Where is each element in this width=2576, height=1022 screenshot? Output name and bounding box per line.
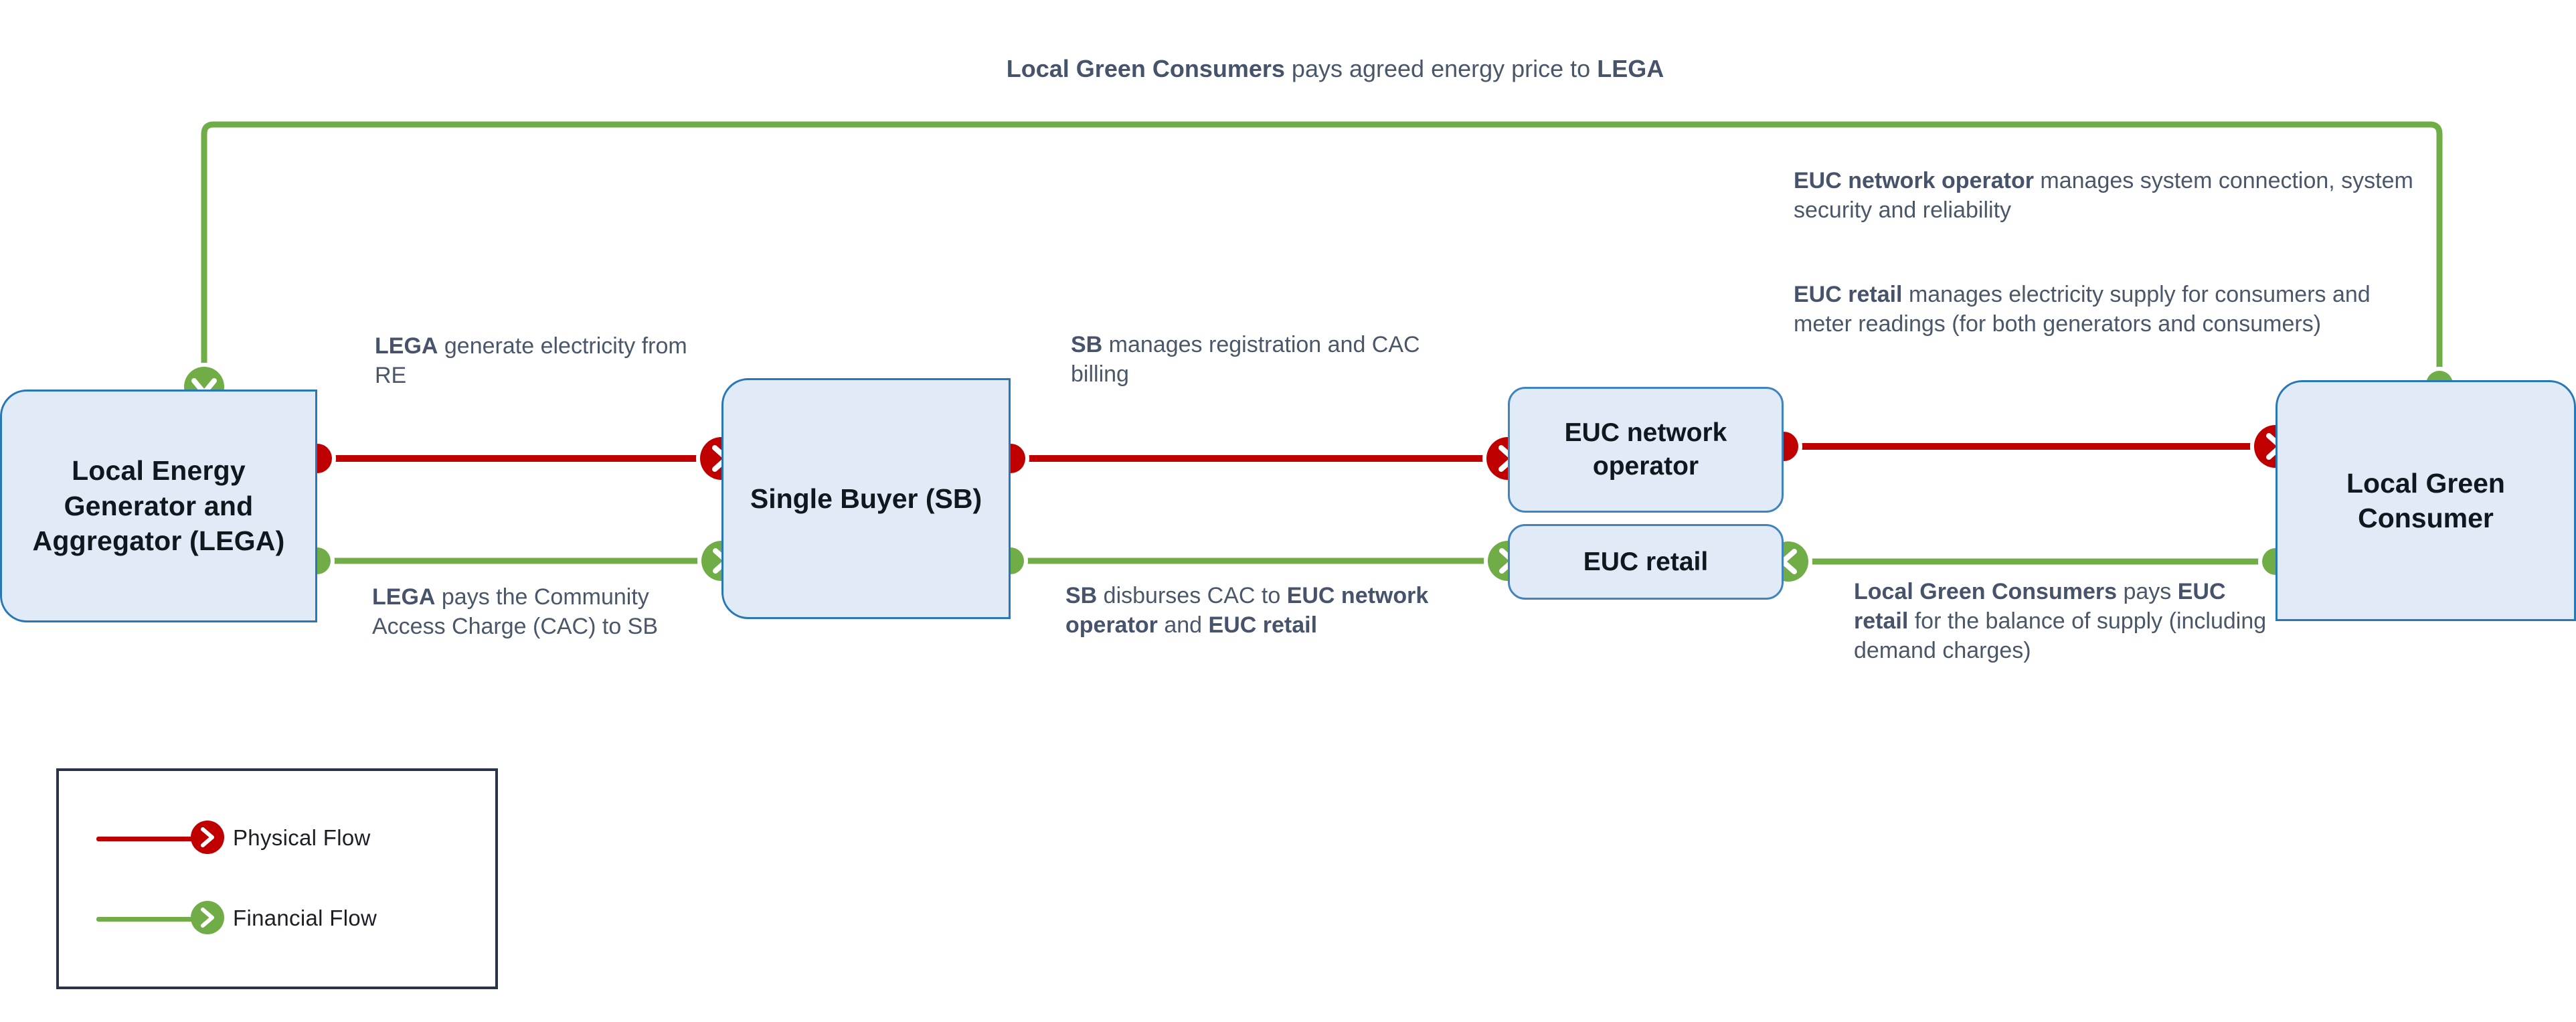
legend-swatch-physical: [59, 818, 233, 858]
legend-label-physical-flow: Physical Flow: [233, 825, 371, 850]
note-lega-generate-bold-1: LEGA: [375, 333, 438, 359]
legend-label-financial-flow: Financial Flow: [233, 906, 377, 930]
note-top-bold-2: LEGA: [1597, 55, 1664, 82]
note-top-bold-1: Local Green Consumers: [1006, 55, 1285, 82]
note-lega-generate: LEGA generate electricity from RE: [375, 331, 689, 390]
note-lega-cac-bold-1: LEGA: [372, 584, 436, 610]
legend-item-physical-flow: Physical Flow: [59, 818, 495, 858]
note-lgc-bold-1: Local Green Consumers: [1854, 579, 2118, 604]
note-sb-disburses-bold-1: SB: [1065, 583, 1098, 608]
legend-arrow-physical-icon: [191, 821, 224, 854]
node-lgc-label: Local Green Consumer: [2346, 467, 2505, 533]
note-euc-retail-plain-1: manages electricity supply for consumers…: [1794, 282, 2371, 337]
note-top-plain-1: pays agreed energy price to: [1284, 55, 1598, 82]
note-lega-generate-plain-1: generate electricity from RE: [375, 333, 687, 389]
note-sb-disburses-plain-2: and: [1157, 612, 1209, 638]
note-euc-network-manages: EUC network operator manages system conn…: [1794, 166, 2463, 225]
note-lega-pays-cac: LEGA pays the Community Access Charge (C…: [372, 582, 667, 641]
legend-item-financial-flow: Financial Flow: [59, 898, 495, 938]
note-sb-manages: SB manages registration and CAC billing: [1071, 330, 1446, 389]
note-sb-manages-bold-1: SB: [1071, 332, 1103, 357]
note-euc-net-plain-1: manages system connection, system securi…: [1794, 168, 2413, 224]
note-lgc-plain-2: for the balance of supply (including dem…: [1854, 608, 2267, 664]
node-local-green-consumer[interactable]: Local Green Consumer: [2276, 380, 2576, 621]
note-lega-cac-plain-1: pays the Community Access Charge (CAC) t…: [372, 584, 659, 640]
note-euc-retail-bold-1: EUC retail: [1794, 282, 1903, 307]
node-lega-label: Local Energy Generator and Aggregator (L…: [32, 455, 285, 557]
legend-swatch-financial: [59, 898, 233, 938]
flow-lgc-to-lega-financial: [201, 121, 2443, 388]
note-lgc-pays-euc-retail: Local Green Consumers pays EUC retail fo…: [1854, 577, 2269, 666]
note-sb-disburses: SB disburses CAC to EUC network operator…: [1065, 581, 1447, 640]
node-sb-label: Single Buyer (SB): [750, 483, 982, 514]
node-euc-network-operator[interactable]: EUC network operator: [1508, 387, 1784, 513]
node-local-energy-generator-aggregator[interactable]: Local Energy Generator and Aggregator (L…: [0, 390, 317, 622]
legend-line-physical: [96, 837, 203, 841]
note-lgc-bold-2: EUC retail: [1854, 579, 2226, 634]
note-sb-disburses-bold-3: EUC retail: [1208, 612, 1318, 638]
node-euc-network-label: EUC network operator: [1564, 418, 1727, 481]
note-sb-disburses-bold-2: EUC network operator: [1065, 583, 1429, 638]
note-euc-net-bold-1: EUC network operator: [1794, 168, 2034, 193]
legend: Physical Flow Financial Flow: [56, 768, 498, 989]
node-single-buyer[interactable]: Single Buyer (SB): [721, 378, 1011, 619]
note-lgc-plain-1: pays: [2117, 579, 2178, 604]
legend-arrow-financial-icon: [191, 901, 224, 934]
note-euc-retail-manages: EUC retail manages electricity supply fo…: [1794, 280, 2396, 339]
note-sb-manages-plain-1: manages registration and CAC billing: [1071, 332, 1420, 388]
note-sb-disburses-plain-1: disburses CAC to: [1097, 583, 1287, 608]
legend-line-financial: [96, 917, 203, 922]
note-lgc-pays-lega: Local Green Consumers pays agreed energy…: [893, 54, 1777, 85]
node-euc-retail[interactable]: EUC retail: [1508, 524, 1784, 600]
node-euc-retail-label: EUC retail: [1583, 547, 1709, 576]
